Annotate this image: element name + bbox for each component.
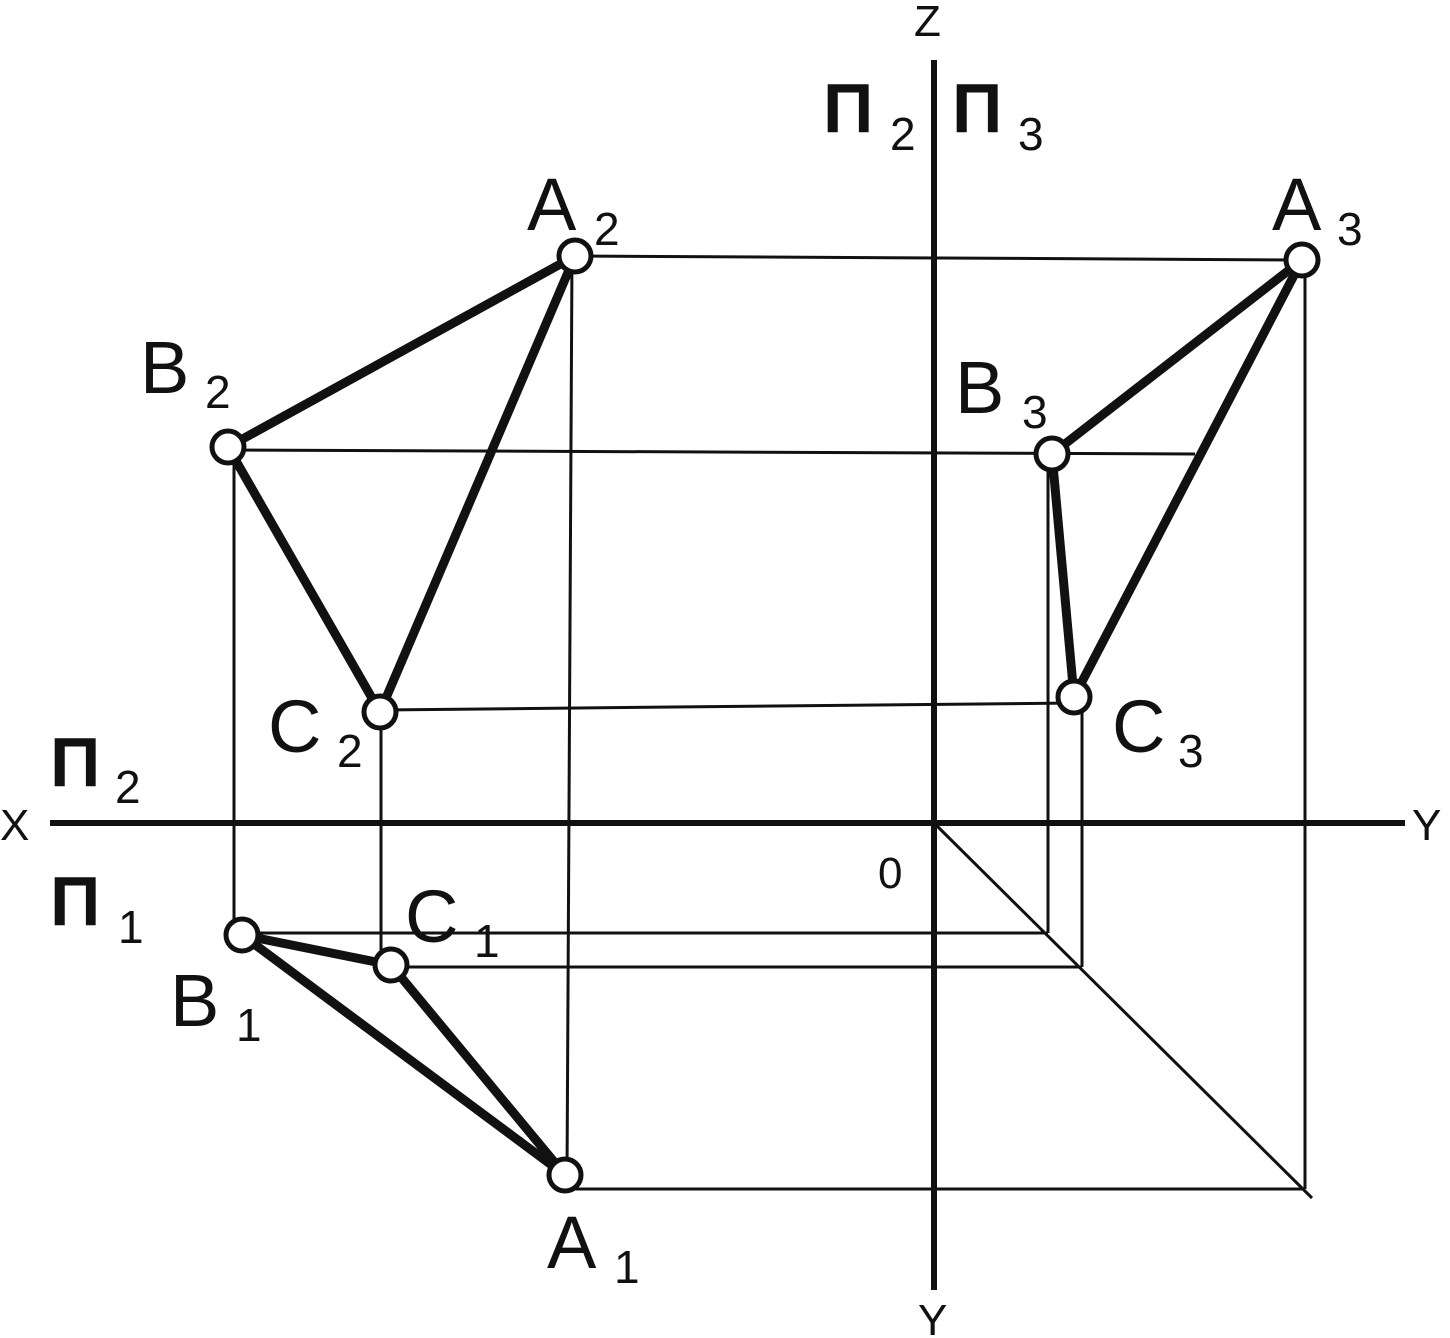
label-b3-sub: 3: [1022, 386, 1048, 438]
point-c2: [361, 693, 399, 731]
label-a2-sub: 2: [594, 203, 620, 255]
label-c1-sub: 1: [474, 915, 500, 967]
point-a1: [546, 1156, 584, 1194]
label-a1-sub: 1: [614, 1241, 640, 1293]
edge-c3-a3: [1069, 255, 1307, 702]
point-c1: [372, 946, 410, 984]
label-c3-sub: 3: [1178, 725, 1204, 777]
label-a3-sub: 3: [1337, 203, 1363, 255]
point-a2: [556, 237, 594, 275]
axis-label-y-horizontal: Y: [1412, 801, 1441, 850]
axis-label-z: Z: [914, 0, 941, 46]
plane-label-left-lower-sub: 1: [118, 901, 144, 953]
point-a3: [1283, 241, 1321, 279]
edge-a1-b1: [237, 930, 570, 1180]
plane-label-top-right-sub: 3: [1018, 108, 1044, 160]
diagonal-constant-line: [932, 821, 1314, 1200]
link-line-c2-c3: [379, 701, 1075, 712]
label-a2: A: [527, 163, 577, 246]
plane-label-left-lower: П: [50, 862, 100, 940]
plane-label-top-left: П: [823, 69, 873, 147]
point-c3: [1055, 678, 1093, 716]
edge-b2-c2: [223, 442, 385, 717]
label-b2: B: [140, 326, 189, 409]
triangle-top-view: [237, 930, 570, 1180]
point-b1: [223, 916, 261, 954]
label-c1: C: [405, 875, 458, 958]
edge-c1-a1: [386, 960, 570, 1180]
point-markers: [209, 237, 1321, 1194]
link-line-a2-a1: [565, 255, 574, 1177]
plane-label-top-left-sub: 2: [890, 108, 916, 160]
plane-label-top-right: П: [952, 69, 1002, 147]
edge-b3-c3: [1047, 449, 1079, 702]
label-c3: C: [1112, 685, 1165, 768]
label-c2: C: [268, 685, 321, 768]
label-a3: A: [1272, 163, 1322, 246]
origin-label: 0: [878, 849, 902, 898]
label-a1: A: [547, 1201, 597, 1284]
label-b1-sub: 1: [236, 999, 262, 1051]
point-b2: [209, 428, 247, 466]
edge-a2-b2: [223, 251, 580, 452]
edge-c2-a2: [375, 251, 580, 717]
axis-label-y-vertical: Y: [918, 1296, 947, 1338]
label-b1: B: [170, 959, 219, 1042]
plane-label-left-upper: П: [50, 723, 100, 801]
label-b2-sub: 2: [205, 366, 231, 418]
projection-lines: [227, 254, 1314, 1200]
axis-label-x: X: [0, 801, 29, 850]
triangle-front-view: [223, 251, 580, 717]
edge-b1-c1: [237, 930, 396, 970]
edge-a3-b3: [1047, 255, 1307, 459]
point-b3: [1033, 435, 1071, 473]
triangle-side-view: [1047, 255, 1307, 702]
label-b3: B: [955, 346, 1004, 429]
link-line-a2-a3: [574, 254, 1303, 262]
plane-label-left-upper-sub: 2: [115, 761, 141, 813]
label-c2-sub: 2: [337, 725, 363, 777]
